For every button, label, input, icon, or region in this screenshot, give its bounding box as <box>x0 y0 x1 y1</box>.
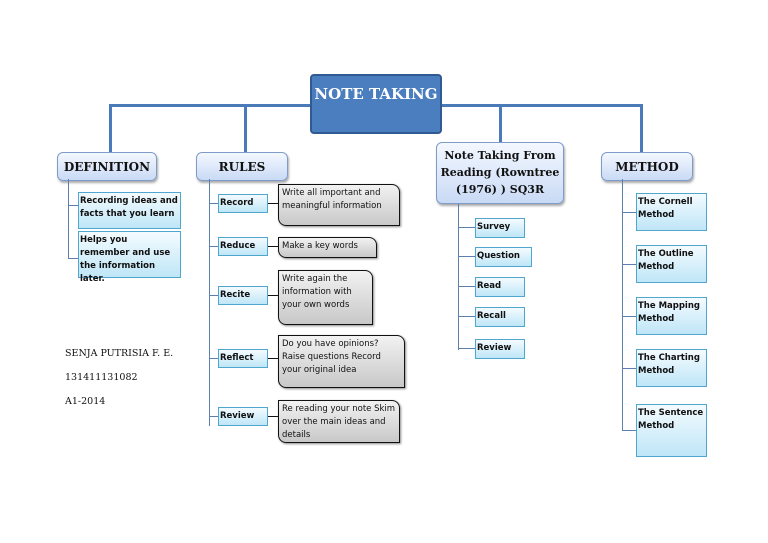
connector <box>499 104 502 142</box>
connector <box>622 264 636 265</box>
title-banner: NOTE TAKING <box>310 74 442 134</box>
reading-header: Note Taking From Reading (Rowntree (1976… <box>436 142 564 204</box>
connector <box>458 256 475 257</box>
connector <box>209 246 218 247</box>
method-sentence: The Sentence Method <box>636 404 707 457</box>
rule-recite-desc: Write again the information with your ow… <box>278 270 373 325</box>
author-class: A1-2014 <box>65 396 106 407</box>
connector <box>209 203 218 204</box>
connector <box>458 227 475 228</box>
connector <box>622 212 636 213</box>
method-header: METHOD <box>601 152 693 181</box>
connector <box>209 416 218 417</box>
connector <box>268 295 278 296</box>
connector <box>268 203 278 204</box>
connector <box>268 358 278 359</box>
rule-reflect-desc: Do you have opinions? Raise questions Re… <box>278 335 405 388</box>
rule-reflect: Reflect <box>218 349 268 368</box>
definition-header: DEFINITION <box>57 152 157 181</box>
rule-reduce: Reduce <box>218 237 268 256</box>
rule-review-desc: Re reading your note Skim over the main … <box>278 400 400 443</box>
connector <box>209 179 210 426</box>
rule-recite: Recite <box>218 286 268 305</box>
connector <box>244 104 247 152</box>
reading-survey: Survey <box>475 218 525 238</box>
rule-review: Review <box>218 407 268 426</box>
connector <box>622 179 623 431</box>
connector <box>68 179 69 259</box>
definition-item: Helps you remember and use the informati… <box>78 231 181 284</box>
connector <box>68 205 78 206</box>
connector <box>622 368 636 369</box>
author-name: SENJA PUTRISIA F. E. <box>65 348 174 359</box>
reading-read: Read <box>475 277 525 297</box>
rules-header: RULES <box>196 152 288 181</box>
rule-reduce-desc: Make a key words <box>278 237 377 258</box>
rule-record-desc: Write all important and meaningful infor… <box>278 184 400 226</box>
connector <box>68 258 78 259</box>
connector <box>458 204 459 350</box>
connector <box>109 104 112 152</box>
connector <box>209 295 218 296</box>
reading-recall: Recall <box>475 307 525 327</box>
connector <box>458 316 475 317</box>
method-charting: The Charting Method <box>636 349 707 387</box>
reading-review: Review <box>475 339 525 359</box>
method-outline: The Outline Method <box>636 245 707 283</box>
connector <box>640 104 643 152</box>
reading-question: Question <box>475 247 532 267</box>
connector <box>209 358 218 359</box>
author-id: 131411131082 <box>65 372 138 383</box>
rule-record: Record <box>218 194 268 213</box>
connector <box>268 416 278 417</box>
connector <box>268 246 278 247</box>
method-mapping: The Mapping Method <box>636 297 707 335</box>
definition-item: Recording ideas and facts that you learn <box>78 192 181 229</box>
connector <box>622 430 636 431</box>
connector <box>458 348 475 349</box>
connector <box>458 286 475 287</box>
method-cornell: The Cornell Method <box>636 193 707 231</box>
connector <box>622 316 636 317</box>
